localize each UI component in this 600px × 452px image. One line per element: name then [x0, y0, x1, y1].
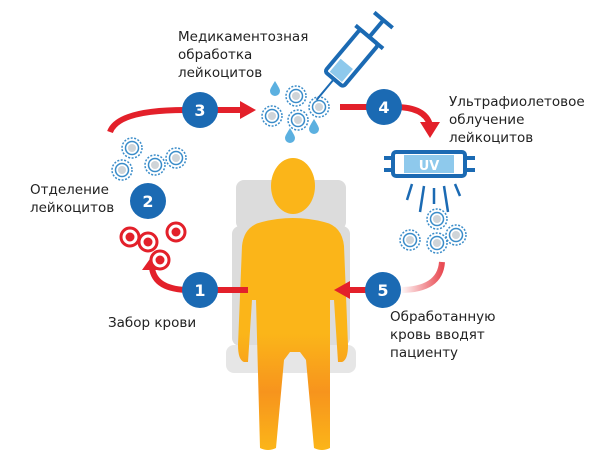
- label-line: облучение: [449, 112, 525, 128]
- label-line: Медикаментозная: [178, 29, 309, 45]
- step-badge-1: 1: [182, 272, 218, 308]
- step-1-label: Забор крови: [108, 314, 196, 332]
- label-line: Забор крови: [108, 315, 197, 331]
- person-icon: [238, 158, 348, 450]
- label-line: обработка: [178, 47, 253, 63]
- svg-text:4: 4: [378, 98, 389, 117]
- label-line: лейкоцитов: [178, 65, 263, 81]
- label-line: лейкоцитов: [449, 130, 534, 146]
- red-blood-cell-icons: [119, 221, 187, 271]
- svg-text:1: 1: [194, 281, 205, 300]
- step-badge-3: 3: [182, 92, 218, 128]
- svg-text:5: 5: [377, 281, 388, 300]
- step-badge-2: 2: [130, 183, 166, 219]
- svg-text:3: 3: [194, 101, 205, 120]
- step-2-label: Отделение лейкоцитов: [30, 181, 114, 217]
- svg-text:2: 2: [142, 192, 153, 211]
- step-4-label: Ультрафиолетовое облучение лейкоцитов: [449, 93, 585, 147]
- label-line: пациенту: [390, 345, 459, 361]
- step-badge-5: 5: [365, 272, 401, 308]
- uv-lamp-icon: [384, 150, 475, 213]
- label-line: лейкоцитов: [30, 200, 115, 216]
- label-line: кровь вводят: [390, 327, 485, 343]
- syringe-icon: [315, 10, 394, 101]
- step-3-label: Медикаментозная обработка лейкоцитов: [178, 28, 308, 82]
- step-5-label: Обработанную кровь вводят пациенту: [390, 308, 496, 362]
- label-line: Отделение: [30, 182, 109, 198]
- label-line: Обработанную: [390, 309, 496, 325]
- label-line: Ультрафиолетовое: [449, 94, 585, 110]
- uv-lamp-label: UV: [419, 159, 440, 174]
- step-badge-4: 4: [366, 89, 402, 125]
